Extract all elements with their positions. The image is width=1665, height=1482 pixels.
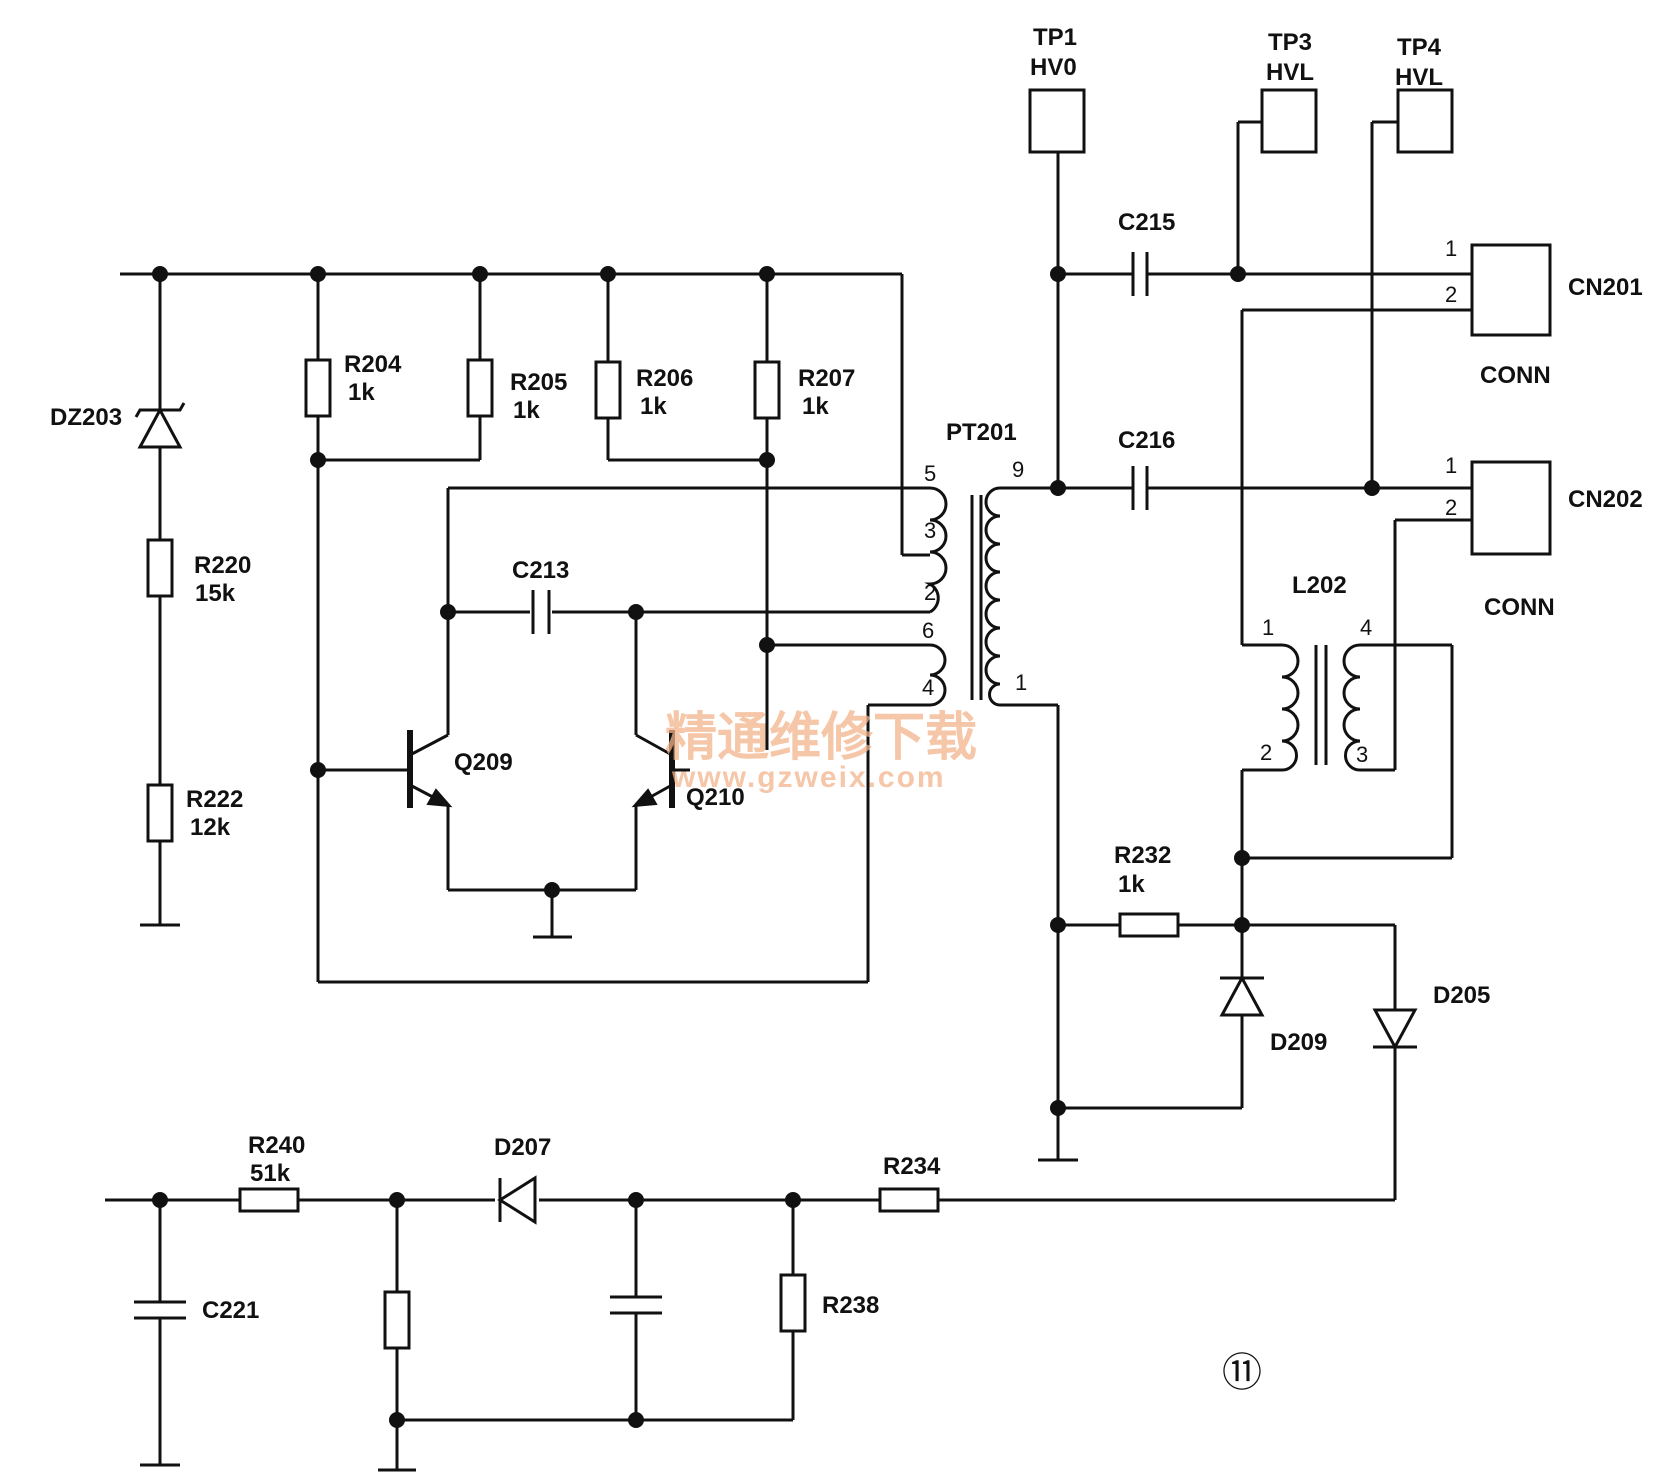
label-r232: R232: [1114, 842, 1171, 869]
inductor-l202: [1281, 643, 1361, 772]
watermark-text: 精通维修下载: [665, 708, 977, 768]
label-r238: R238: [822, 1292, 879, 1319]
watermark-url: www.gzweix.com: [671, 761, 946, 794]
label-r207: R207: [798, 365, 855, 392]
label-q209: Q209: [454, 749, 513, 776]
label-r207-value: 1k: [802, 393, 829, 420]
label-r234: R234: [883, 1153, 941, 1180]
diode-d205: [1372, 1008, 1418, 1051]
pin-pt201-1: 1: [1015, 670, 1027, 695]
resistor-r207: [753, 360, 781, 420]
capacitor-unlabeled: [610, 1295, 662, 1315]
label-c216: C216: [1118, 427, 1175, 454]
pin-numbers: 5 3 2 6 4 9 1 1 2 1 2 1 2 3 4: [922, 236, 1457, 767]
label-d207: D207: [494, 1134, 551, 1161]
label-r232-value: 1k: [1118, 871, 1145, 898]
label-pt201: PT201: [946, 419, 1017, 446]
label-tp1: TP1: [1033, 24, 1077, 51]
diode-d209: [1219, 974, 1265, 1017]
bottom-block-wires: [105, 1198, 935, 1472]
label-c213: C213: [512, 557, 569, 584]
label-r204: R204: [344, 351, 402, 378]
resistor-r220: [146, 538, 174, 598]
transformer-pt201: [924, 486, 1001, 707]
pin-cn201-1: 1: [1445, 236, 1457, 261]
pin-pt201-6: 6: [922, 618, 934, 643]
pin-l202-1: 1: [1262, 615, 1274, 640]
pin-pt201-5: 5: [924, 461, 936, 486]
resistor-r204: [304, 358, 332, 418]
test-point-tp3: [1260, 88, 1318, 154]
label-r222-value: 12k: [190, 814, 231, 841]
label-hvl-tp3: HVL: [1266, 59, 1314, 86]
test-point-tp4: [1396, 88, 1454, 154]
label-cn202: CN202: [1568, 486, 1643, 513]
label-q210: Q210: [686, 784, 745, 811]
label-conn-cn201: CONN: [1480, 362, 1551, 389]
label-r206: R206: [636, 365, 693, 392]
component-labels: TP1 HV0 TP3 HVL TP4 HVL DZ203 R220 15k R…: [50, 24, 1643, 1395]
label-hvl-tp4: HVL: [1395, 64, 1443, 91]
label-tp3: TP3: [1268, 29, 1312, 56]
label-c215: C215: [1118, 209, 1175, 236]
resistor-r222: [146, 783, 174, 843]
label-r205: R205: [510, 369, 567, 396]
label-r240: R240: [248, 1132, 305, 1159]
label-c221: C221: [202, 1297, 259, 1324]
figure-number: ⑪: [1222, 1350, 1262, 1395]
pin-l202-3: 3: [1356, 742, 1368, 767]
capacitor-c221: [134, 1300, 186, 1320]
label-conn-cn202: CONN: [1484, 594, 1555, 621]
zener-diode-dz203: [134, 402, 186, 449]
watermark: 精通维修下载 www.gzweix.com: [665, 708, 977, 794]
diode-d207: [495, 1175, 539, 1225]
resistor-r232: [1118, 912, 1180, 938]
resistor-r240: [238, 1187, 300, 1213]
label-r222: R222: [186, 786, 243, 813]
label-r205-value: 1k: [513, 397, 540, 424]
label-cn201: CN201: [1568, 274, 1643, 301]
label-r220-value: 15k: [195, 580, 236, 607]
transistor-q209: [407, 730, 453, 808]
capacitor-c216: [1131, 466, 1149, 510]
label-hv0: HV0: [1030, 54, 1077, 81]
label-r204-value: 1k: [348, 379, 375, 406]
junction-dots: [152, 266, 1380, 1428]
resistor-r238: [779, 1273, 807, 1333]
label-dz203: DZ203: [50, 404, 122, 431]
resistor-r234: [878, 1187, 940, 1213]
resistor-r205: [466, 358, 494, 418]
pin-cn202-1: 1: [1445, 453, 1457, 478]
pin-cn202-2: 2: [1445, 495, 1457, 520]
label-d209: D209: [1270, 1029, 1327, 1056]
connector-cn201: [1470, 243, 1552, 337]
resistor-unlabeled: [383, 1290, 411, 1350]
pin-l202-4: 4: [1360, 615, 1372, 640]
label-tp4: TP4: [1397, 34, 1442, 61]
label-r206-value: 1k: [640, 393, 667, 420]
pin-pt201-9: 9: [1012, 457, 1024, 482]
label-r240-value: 51k: [250, 1160, 291, 1187]
pin-pt201-2: 2: [924, 580, 936, 605]
pin-l202-2: 2: [1260, 740, 1272, 765]
capacitor-c213: [530, 590, 552, 634]
transistor-q210: [631, 730, 675, 808]
resistor-r206: [594, 360, 622, 420]
connector-cn202: [1470, 460, 1552, 556]
capacitor-c215: [1131, 252, 1149, 296]
label-r220: R220: [194, 552, 251, 579]
label-d205: D205: [1433, 982, 1490, 1009]
label-l202: L202: [1292, 572, 1347, 599]
test-point-tp1: [1028, 88, 1086, 154]
pin-cn201-2: 2: [1445, 282, 1457, 307]
pin-pt201-4: 4: [922, 675, 934, 700]
pin-pt201-3: 3: [924, 518, 936, 543]
